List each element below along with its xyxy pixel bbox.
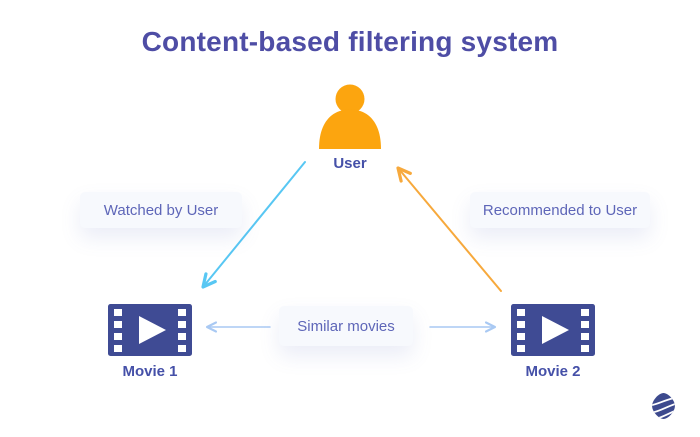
similar-movies-card: Similar movies — [279, 306, 413, 346]
diagram-title: Content-based filtering system — [141, 26, 559, 57]
watched-by-user-label: Watched by User — [103, 201, 219, 219]
swirl-globe-logo-icon — [652, 393, 675, 419]
user-label: User — [333, 155, 367, 172]
film-strip-play-icon — [108, 304, 192, 356]
movie2-node — [511, 304, 595, 356]
user-node — [315, 83, 385, 151]
recommended-to-user-label: Recommended to User — [482, 201, 638, 219]
film-strip-play-icon — [511, 304, 595, 356]
watched-by-user-card: Watched by User — [80, 192, 242, 228]
similar-movies-label: Similar movies — [297, 317, 395, 335]
movie1-node — [108, 304, 192, 356]
recommended-to-user-card: Recommended to User — [470, 192, 650, 228]
movie2-label: Movie 2 — [525, 363, 581, 380]
movie1-label: Movie 1 — [122, 363, 178, 380]
person-icon — [319, 84, 381, 149]
brand-logo — [651, 392, 676, 420]
recommended-to-user-arrow — [396, 166, 502, 292]
